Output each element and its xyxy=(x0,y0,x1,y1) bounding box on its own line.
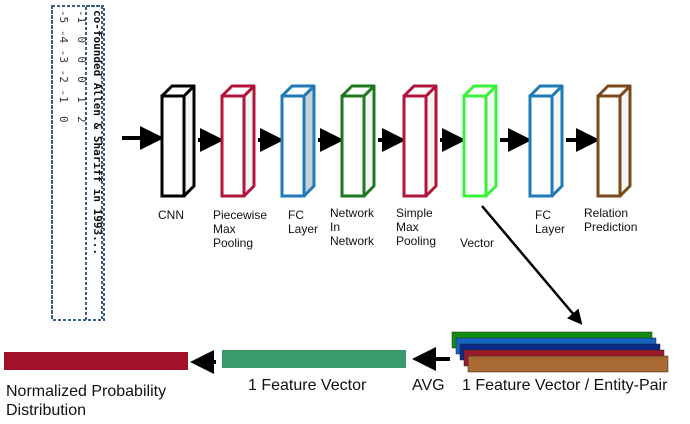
stage-fc-layer-1 xyxy=(280,84,316,198)
stage-cnn xyxy=(160,84,196,198)
label-cnn: CNN xyxy=(158,208,184,222)
label-avg: AVG xyxy=(412,377,445,394)
feature-vector-bar xyxy=(222,350,406,368)
label-network-in-network: Network In Network xyxy=(330,206,375,248)
stage-relation-prediction xyxy=(596,84,632,198)
output-distribution-bar xyxy=(4,352,188,370)
input-sentence-block: co-founded Allen & Shariff in 1993... -1… xyxy=(48,4,160,322)
label-feature-vector-per-entity-pair: 1 Feature Vector / Entity-Pair xyxy=(462,377,668,394)
label-feature-vector: 1 Feature Vector xyxy=(248,377,367,394)
stack-vector-5 xyxy=(467,355,669,373)
stage-fc-layer-2 xyxy=(528,84,564,198)
label-vector: Vector xyxy=(460,236,495,250)
label-piecewise-max-pooling: Piecewise Max Pooling xyxy=(213,208,268,250)
pipeline-stages xyxy=(160,84,632,198)
label-simple-max-pooling: Simple Max Pooling xyxy=(396,206,437,248)
label-normalized-probability-distribution: Normalized Probability Distribution xyxy=(6,383,167,419)
stage-vector xyxy=(462,84,498,198)
label-relation-prediction: Relation Prediction xyxy=(584,206,638,234)
input-sentence: co-founded Allen & Shariff in 1993... xyxy=(91,10,104,256)
stage-simple-max-pooling xyxy=(402,84,438,198)
input-position-row-2: -5 -4 -3 -2 -1 0 xyxy=(57,10,70,123)
entity-pair-vector-stack xyxy=(451,331,669,373)
input-position-row-1: -1 0 0 0 1 2 xyxy=(75,10,88,123)
label-fc-layer-2: FC Layer xyxy=(535,208,566,236)
stage-network-in-network xyxy=(340,84,376,198)
label-fc-layer-1: FC Layer xyxy=(288,208,319,236)
stage-piecewise-max-pooling xyxy=(220,84,256,198)
arrow-vector-to-stack xyxy=(481,205,583,325)
